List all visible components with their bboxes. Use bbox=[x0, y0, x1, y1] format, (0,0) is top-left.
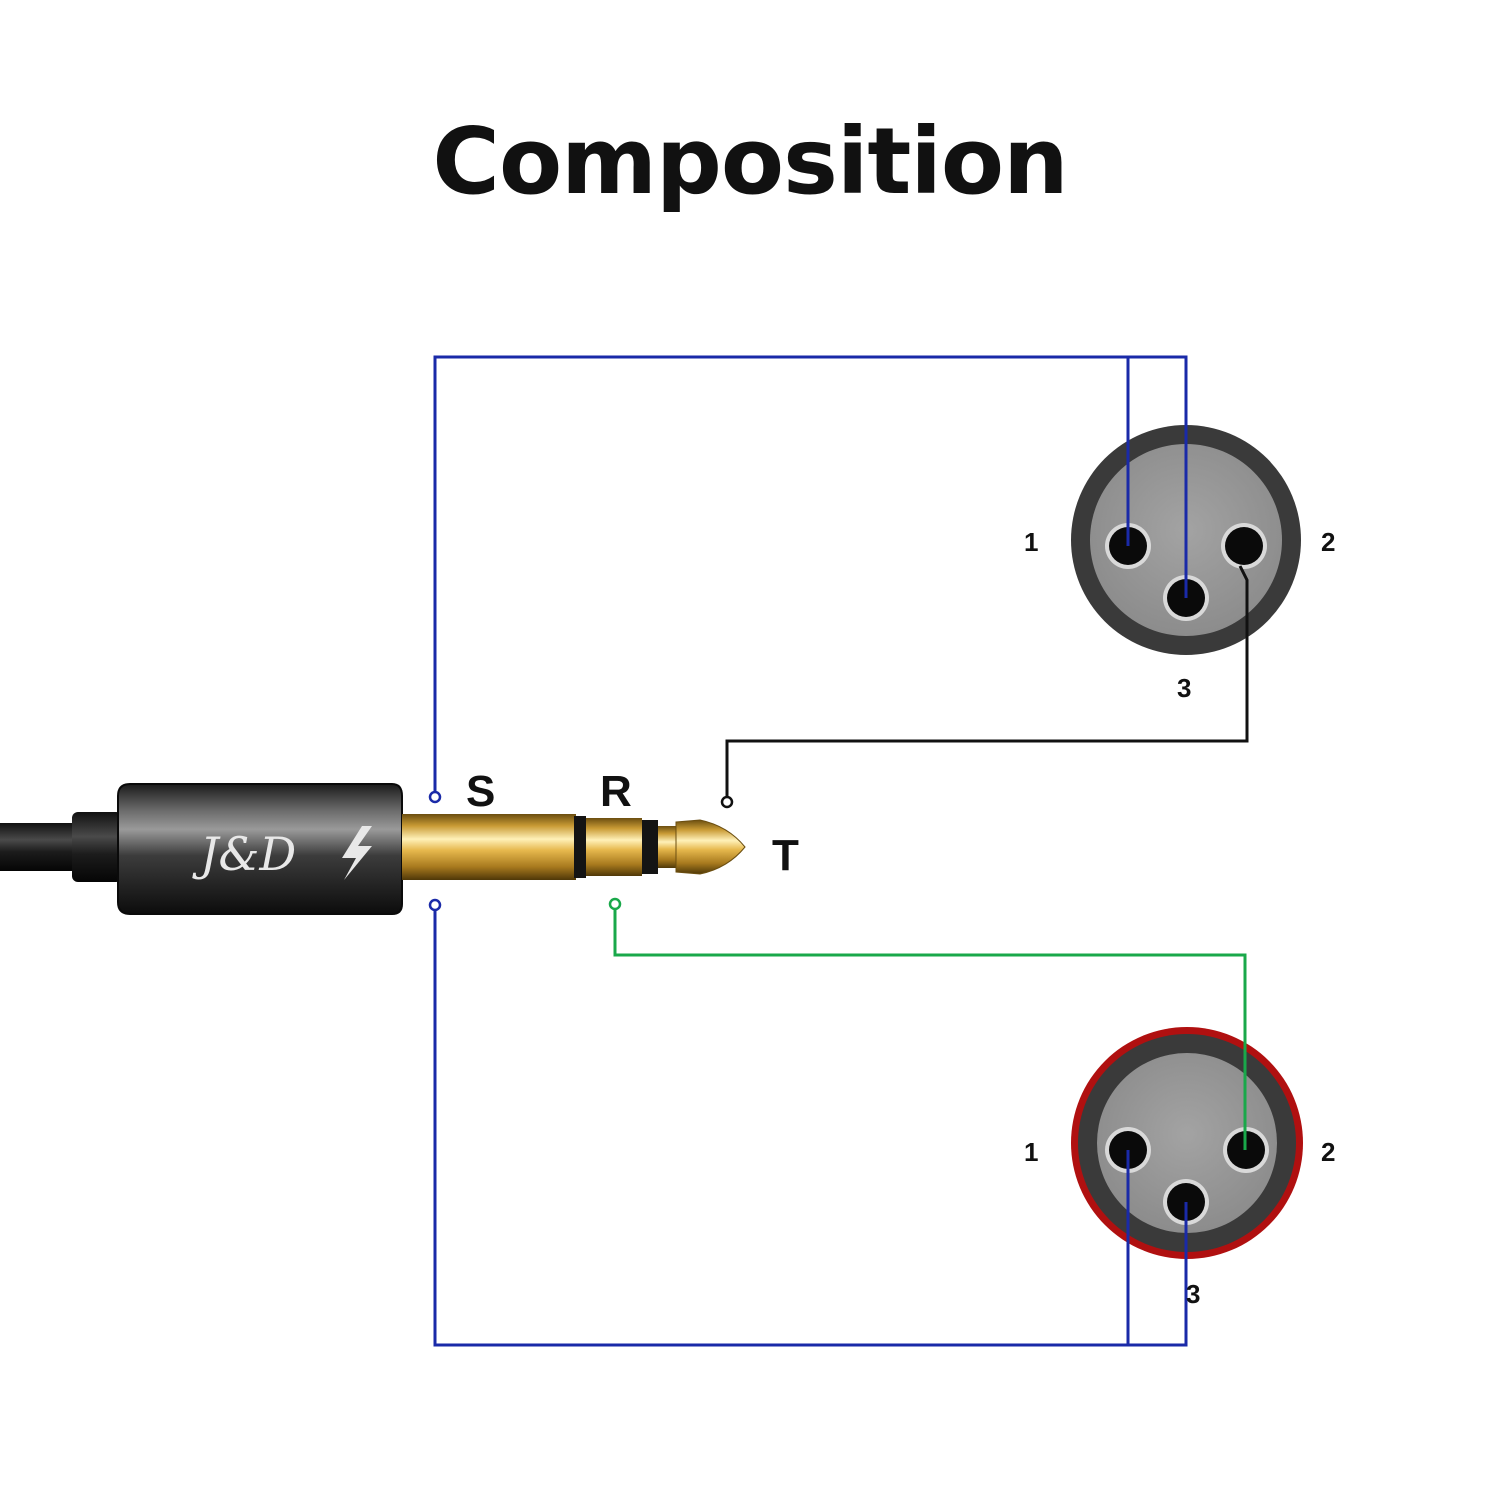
sleeve-wire-top bbox=[433, 355, 1188, 792]
ring-contact bbox=[586, 818, 642, 876]
tip-contact bbox=[675, 819, 746, 875]
svg-text:J&D: J&D bbox=[192, 827, 296, 881]
xlr-bottom-pin1-label: 1 bbox=[1024, 1137, 1038, 1167]
tip-terminal bbox=[720, 795, 734, 809]
xlr-top-pin2-label: 2 bbox=[1321, 527, 1335, 557]
sleeve-label: S bbox=[466, 767, 495, 816]
xlr-top-pin3-label: 3 bbox=[1177, 673, 1191, 703]
xlr-top-pin1-label: 1 bbox=[1024, 527, 1038, 557]
sleeve-terminal-bottom bbox=[428, 898, 442, 912]
ring-label: R bbox=[600, 767, 632, 816]
brand-logo: J&D bbox=[192, 826, 372, 881]
strain-relief bbox=[72, 812, 122, 882]
xlr-bottom-pin3-label: 3 bbox=[1186, 1279, 1200, 1309]
page-title: Composition bbox=[432, 108, 1068, 215]
jack-housing bbox=[117, 783, 403, 915]
insulator-2 bbox=[642, 820, 658, 874]
insulator-1 bbox=[574, 816, 586, 878]
trs-jack: J&D bbox=[0, 783, 746, 915]
ring-terminal bbox=[608, 897, 622, 911]
tip-neck bbox=[658, 826, 678, 868]
cable bbox=[0, 823, 80, 871]
tip-label: T bbox=[772, 831, 799, 880]
sleeve-contact bbox=[402, 814, 576, 880]
xlr-bottom-pin2-label: 2 bbox=[1321, 1137, 1335, 1167]
sleeve-terminal-top bbox=[428, 790, 442, 804]
xlr-top-pin-2 bbox=[1221, 523, 1267, 569]
